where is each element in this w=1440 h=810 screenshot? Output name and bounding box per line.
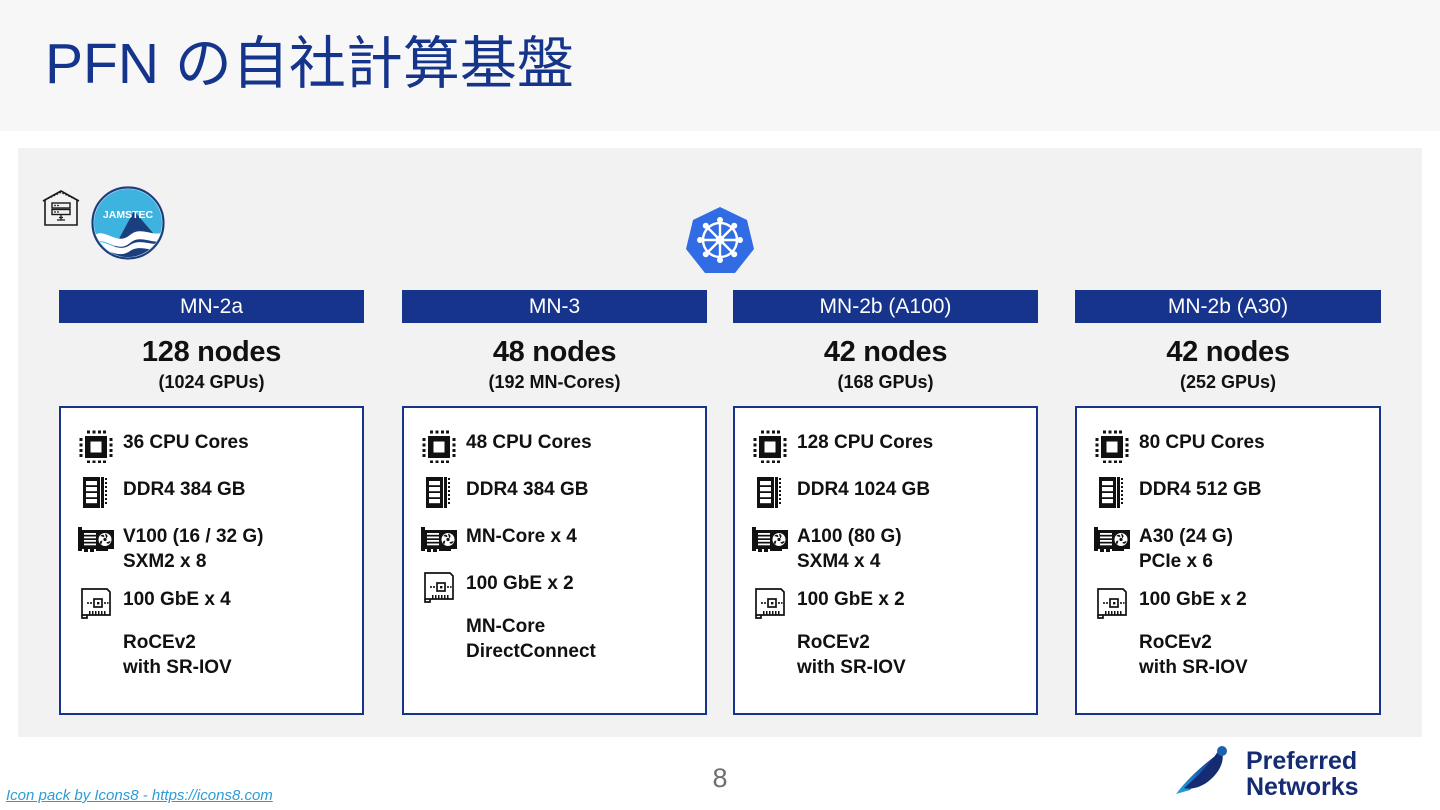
accelerator-count: (168 GPUs) [837, 372, 934, 392]
spec-row: 100 GbE x 2 [418, 567, 697, 605]
spec-text: A100 (80 G) SXM4 x 4 [797, 526, 902, 572]
cpu-icon [749, 426, 791, 464]
spec-text: DDR4 1024 GB [797, 479, 931, 500]
ram-icon [75, 473, 117, 511]
cpu-icon [1091, 426, 1133, 464]
node-count: 42 nodes [823, 336, 948, 368]
spec-extra-text: RoCEv2 with SR-IOV [797, 632, 906, 678]
icons8-attribution-link[interactable]: Icon pack by Icons8 - https://icons8.com [6, 787, 273, 804]
svg-text:Preferred: Preferred [1246, 747, 1357, 775]
datacenter-icon [40, 187, 82, 229]
spec-text: DDR4 384 GB [123, 479, 246, 500]
spec-text: 100 GbE x 2 [1139, 589, 1247, 610]
spec-extra-text: MN-Core DirectConnect [466, 616, 596, 662]
accelerator-count: (1024 GPUs) [158, 372, 265, 392]
cluster-column: MN-2b (A30) 42 nodes (252 GPUs) 80 CPU Core… [1075, 290, 1381, 715]
svg-text:Networks: Networks [1246, 773, 1359, 801]
spec-text: 128 CPU Cores [797, 432, 934, 453]
page-title: PFN の自社計算基盤 [45, 32, 574, 96]
spec-text: 100 GbE x 2 [466, 573, 574, 594]
node-count: 42 nodes [1166, 336, 1290, 368]
spec-text: MN-Core x 4 [466, 526, 577, 547]
spec-row: DDR4 384 GB [418, 473, 697, 511]
ram-icon [418, 473, 460, 511]
spec-text: A30 (24 G) PCIe x 6 [1139, 526, 1233, 572]
spec-row: 100 GbE x 2 [749, 583, 1028, 621]
cluster-name-header: MN-2b (A100) [733, 290, 1038, 323]
spec-row: A100 (80 G) SXM4 x 4 [749, 520, 1028, 574]
spec-row: 128 CPU Cores [749, 426, 1028, 464]
nic-icon [1091, 583, 1133, 621]
spec-text: DDR4 512 GB [1139, 479, 1262, 500]
gpu-icon [749, 520, 791, 558]
spec-row: V100 (16 / 32 G) SXM2 x 8 [75, 520, 354, 574]
spec-row: MN-Core x 4 [418, 520, 697, 558]
spec-row: 100 GbE x 4 [75, 583, 354, 621]
spec-row: A30 (24 G) PCIe x 6 [1091, 520, 1371, 574]
ram-icon [749, 473, 791, 511]
spec-text: 36 CPU Cores [123, 432, 249, 453]
preferred-networks-logo: Preferred Networks [1168, 742, 1430, 804]
gpu-icon [75, 520, 117, 558]
cpu-icon [418, 426, 460, 464]
nic-icon [749, 583, 791, 621]
spec-row: DDR4 384 GB [75, 473, 354, 511]
spec-text: 80 CPU Cores [1139, 432, 1265, 453]
spec-extra-text: RoCEv2 with SR-IOV [123, 632, 232, 678]
spec-extra-text: RoCEv2 with SR-IOV [1139, 632, 1248, 678]
accelerator-count: (252 GPUs) [1179, 372, 1277, 392]
spec-text: 100 GbE x 2 [797, 589, 905, 610]
nic-icon [418, 567, 460, 605]
gpu-icon [418, 520, 460, 558]
spec-text: V100 (16 / 32 G) SXM2 x 8 [123, 526, 264, 572]
spec-row: 80 CPU Cores [1091, 426, 1371, 464]
cluster-name-header: MN-3 [402, 290, 707, 323]
spec-row: 100 GbE x 2 [1091, 583, 1371, 621]
gpu-icon [1091, 520, 1133, 558]
spec-row: 48 CPU Cores [418, 426, 697, 464]
spec-row: 36 CPU Cores [75, 426, 354, 464]
svg-text:JAMSTEC: JAMSTEC [103, 209, 154, 221]
jamstec-logo: JAMSTEC [90, 185, 166, 261]
title-band [0, 0, 1440, 131]
cpu-icon [75, 426, 117, 464]
spec-row: DDR4 512 GB [1091, 473, 1371, 511]
cluster-name-header: MN-2b (A30) [1075, 290, 1381, 323]
node-count: 48 nodes [492, 336, 617, 368]
nic-icon [75, 583, 117, 621]
kubernetes-logo [684, 204, 756, 276]
spec-text: DDR4 384 GB [466, 479, 589, 500]
accelerator-count: (192 MN-Cores) [488, 372, 621, 392]
ram-icon [1091, 473, 1133, 511]
cluster-name-header: MN-2a [59, 290, 364, 323]
node-count: 128 nodes [141, 336, 282, 368]
spec-text: 48 CPU Cores [466, 432, 592, 453]
page-number: 8 [712, 763, 728, 793]
spec-row: DDR4 1024 GB [749, 473, 1028, 511]
cluster-column: MN-2b (A100) 42 nodes (168 GPUs) 128 CPU Co… [733, 290, 1038, 715]
spec-text: 100 GbE x 4 [123, 589, 231, 610]
